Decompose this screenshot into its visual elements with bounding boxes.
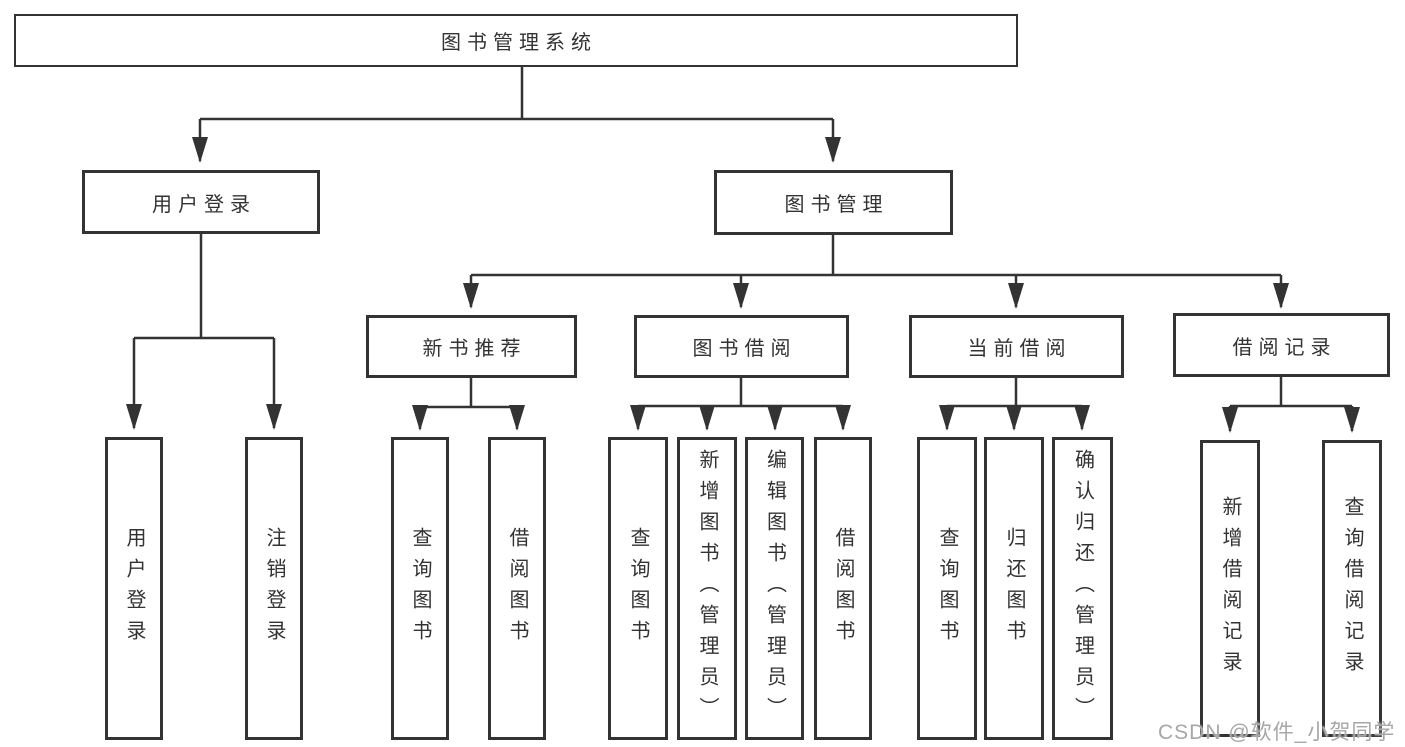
leaf-borrow-books: 借阅图书 [814,437,872,740]
leaf-confirm-return-admin: 确认归还（管理员） [1052,437,1113,740]
node-book-borrow: 图书借阅 [634,315,849,378]
leaf-user-login: 用户登录 [105,437,163,740]
leaf-return-books: 归还图书 [984,437,1044,740]
leaf-add-books-admin: 新增图书（管理员） [677,437,737,740]
node-library-management-system: 图书管理系统 [14,14,1018,67]
node-user-login: 用户登录 [82,170,320,234]
leaf-query-books-recommend: 查询图书 [391,437,449,740]
leaf-borrow-books-recommend: 借阅图书 [488,437,546,740]
csdn-watermark: CSDN @软件_小贺同学 [1158,721,1396,744]
node-borrow-records: 借阅记录 [1173,313,1390,377]
leaf-query-books-current: 查询图书 [917,437,977,740]
leaf-add-borrow-record: 新增借阅记录 [1200,440,1260,737]
leaf-query-books-borrow: 查询图书 [608,437,668,740]
leaf-logout: 注销登录 [245,437,303,740]
leaf-query-borrow-record: 查询借阅记录 [1322,440,1382,737]
node-current-borrow: 当前借阅 [909,315,1124,378]
leaf-edit-books-admin: 编辑图书（管理员） [745,437,804,740]
node-book-management: 图书管理 [714,170,953,235]
node-new-book-recommend: 新书推荐 [366,315,577,378]
